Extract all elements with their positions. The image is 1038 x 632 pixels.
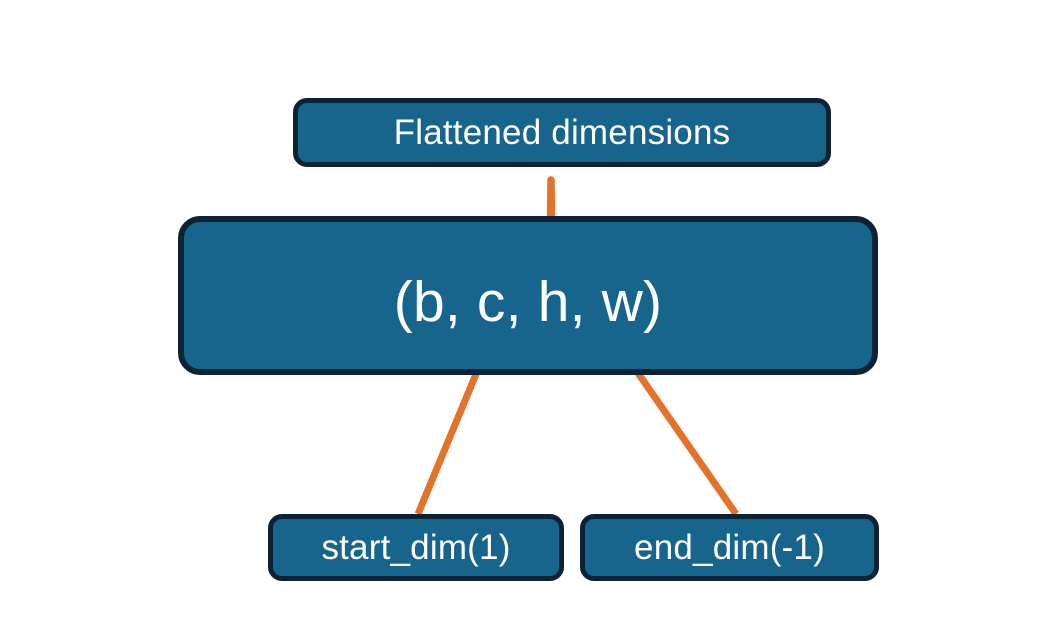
end-dim-label: end_dim(-1) [634,527,825,567]
start-dim-node[interactable]: start_dim(1) [268,514,564,581]
tensor-shape-node[interactable]: (b, c, h, w) [178,216,878,375]
flattened-dimensions-node[interactable]: Flattened dimensions [293,98,831,167]
flattened-dimensions-label: Flattened dimensions [393,112,731,152]
start-dim-label: start_dim(1) [321,527,511,567]
tensor-shape-label: (b, c, h, w) [393,269,663,334]
end-dim-node[interactable]: end_dim(-1) [580,514,879,581]
